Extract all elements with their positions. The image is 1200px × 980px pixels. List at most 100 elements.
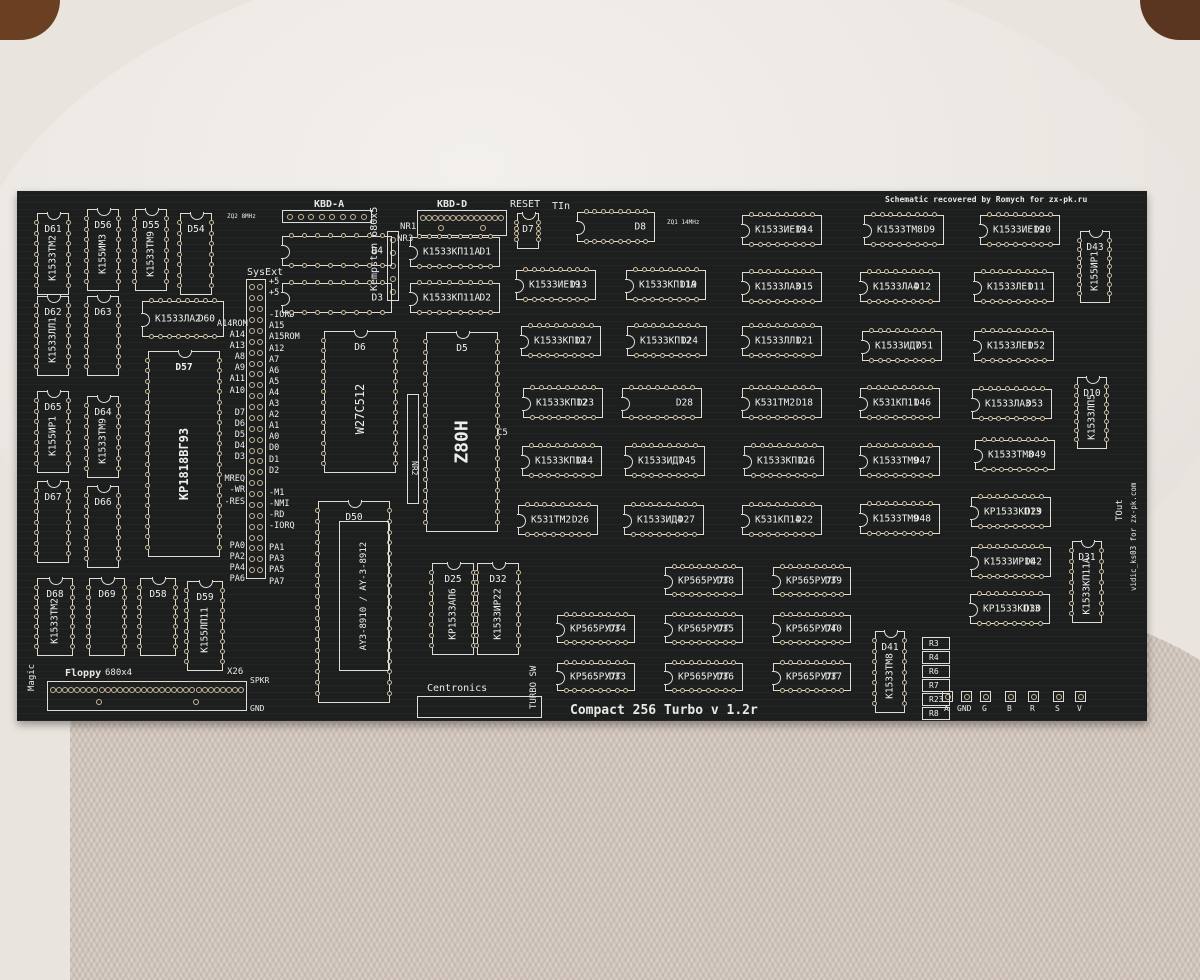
sysext-left-labels: A14ROM A14 A13 A8 A9 A11 A10 D7 D6 D5 D4… xyxy=(217,319,248,585)
gnd-label: GND xyxy=(250,704,265,713)
c5-label: C5 xyxy=(497,428,508,438)
chip-D3: D3 xyxy=(281,280,392,315)
floppy-resistor-label: 680x4 xyxy=(105,668,133,678)
floppy-label: Floppy xyxy=(65,668,102,679)
chip-D58: D58 xyxy=(137,577,178,656)
sysext-right-labels: +5 +5 -IORD A15 A15ROM A12 A7 A6 A5 A4 A… xyxy=(269,277,300,587)
chip-D8: D8 xyxy=(576,209,655,244)
nr2-resistor-array xyxy=(407,394,419,504)
chip-D67: D67 xyxy=(34,480,71,563)
sysext-header xyxy=(246,279,266,579)
copper-traces xyxy=(17,191,1147,721)
kempston-header xyxy=(387,231,399,301)
video-out-pads: A GND G B R S V xyxy=(942,691,1112,717)
nr2-label: NR2 xyxy=(410,461,419,476)
sysext-label: SysExt xyxy=(247,267,284,278)
chip-D7: D7 xyxy=(514,212,541,249)
kbd-d-header xyxy=(417,210,507,236)
wood-floor-corner xyxy=(0,0,60,40)
pcb-board: Schematic recovered by Romych for zx-pk.… xyxy=(17,191,1147,721)
zq2-label: ZQ2 8MHz xyxy=(227,213,256,220)
credit-side: vidic_ks03 for zx-pk.com xyxy=(1129,482,1138,591)
spkr-label: SPKR xyxy=(250,676,270,685)
board-title: Compact 256 Turbo v 1.2r xyxy=(570,703,758,718)
turbo-sw-label: TURBO SW xyxy=(529,665,539,709)
centronics-connector xyxy=(417,696,542,718)
chip-D54: D54 xyxy=(177,212,214,295)
floppy-connector-x26 xyxy=(47,681,247,711)
kbd-a-label: KBD-A xyxy=(314,199,345,210)
chip-D69: D69 xyxy=(86,577,127,656)
chip-D63: D63 xyxy=(84,295,121,376)
tout-label: TOut xyxy=(1115,499,1125,521)
resistor-stack: R3 R4 R6 R7 R23 R8 xyxy=(922,637,951,720)
centronics-label: Centronics xyxy=(427,683,488,694)
nr1-label: NR1 xyxy=(400,222,417,232)
x26-label: X26 xyxy=(227,667,244,677)
nr3-label: NR3 xyxy=(397,234,414,244)
chip-D28: D28 xyxy=(621,385,702,420)
tin-label: TIn xyxy=(552,201,571,212)
chip-D50: D50 xyxy=(315,500,392,703)
chip-D4: D4 xyxy=(281,233,392,268)
kbd-d-label: KBD-D xyxy=(437,199,468,210)
kbd-a-header xyxy=(282,210,372,223)
chip-D70: AY3-8910 / AY-3-8912 xyxy=(339,521,389,671)
chip-D66: D66 xyxy=(84,485,121,568)
magic-label: Magic xyxy=(27,663,37,691)
credit-top: Schematic recovered by Romych for zx-pk.… xyxy=(885,195,1088,204)
reset-label: RESET xyxy=(510,199,541,210)
zq1-label: ZQ1 14MHz xyxy=(667,219,700,226)
